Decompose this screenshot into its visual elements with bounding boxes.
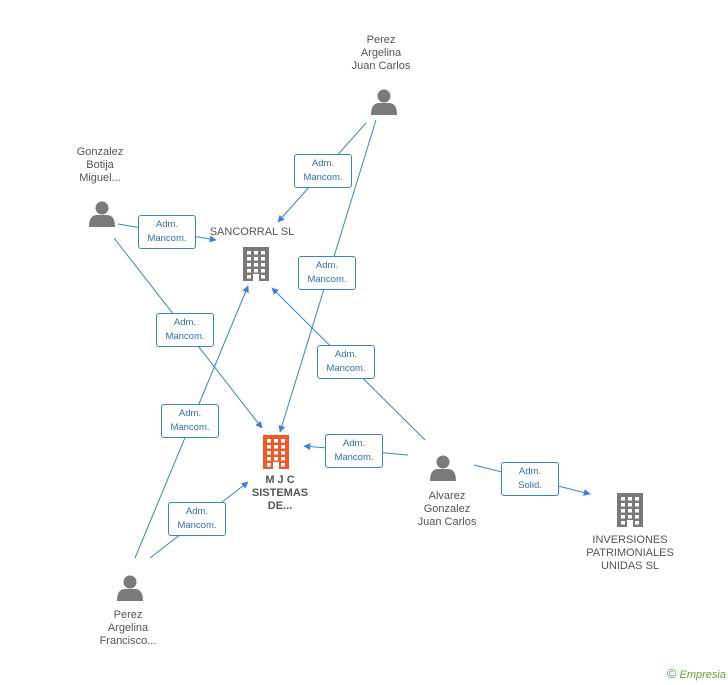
node-label-gonzalez-botija[interactable]: Gonzalez Botija Miguel... <box>76 146 124 184</box>
person-icon-alvarez[interactable] <box>430 455 456 482</box>
role-label: Adm. <box>311 158 335 169</box>
role-type-label: Solid. <box>518 480 542 491</box>
person-icon-gonzalez-botija[interactable] <box>89 201 115 228</box>
edge-label-perez-argelina-francisco-to-mjc[interactable]: Adm. Mancom. <box>168 502 226 536</box>
footer-brand: © Empresia <box>667 666 726 681</box>
node-label-sancorral[interactable]: SANCORRAL SL <box>209 226 295 238</box>
role-label: Adm. <box>178 408 202 419</box>
building-icon-inversiones[interactable] <box>617 493 643 527</box>
role-label: Adm. <box>155 219 179 230</box>
building-icon-sancorral[interactable] <box>243 247 269 281</box>
building-icon-mjc[interactable] <box>263 435 289 469</box>
role-type-label: Mancom. <box>307 274 347 285</box>
edge-label-perez-argelina-juan-to-sancorral[interactable]: Adm. Mancom. <box>294 154 352 188</box>
person-icon-perez-argelina-francisco[interactable] <box>117 575 143 602</box>
role-type-label: Mancom. <box>165 331 205 342</box>
role-type-label: Mancom. <box>326 363 366 374</box>
edge-label-perez-argelina-juan-to-mjc[interactable]: Adm. Mancom. <box>298 256 356 290</box>
role-type-label: Mancom. <box>170 422 210 433</box>
node-label-alvarez[interactable]: Alvarez Gonzalez Juan Carlos <box>417 490 477 528</box>
role-type-label: Mancom. <box>303 172 343 183</box>
brand-logo: Empresia <box>679 669 726 681</box>
role-label: Adm. <box>342 438 366 449</box>
node-label-perez-argelina-francisco[interactable]: Perez Argelina Francisco... <box>99 609 157 647</box>
role-label: Adm. <box>173 317 197 328</box>
node-label-inversiones[interactable]: INVERSIONES PATRIMONIALES UNIDAS SL <box>586 534 674 572</box>
role-label: Adm. <box>334 349 358 360</box>
copyright-icon: © <box>666 666 677 681</box>
role-label: Adm. <box>315 260 339 271</box>
edge-label-gonzalez-botija-to-sancorral[interactable]: Adm. Mancom. <box>138 215 196 249</box>
role-type-label: Mancom. <box>147 233 187 244</box>
edge-label-perez-argelina-francisco-to-sancorral[interactable]: Adm. Mancom. <box>161 404 219 438</box>
role-label: Adm. <box>518 466 542 477</box>
role-label: Adm. <box>185 506 209 517</box>
person-icon-perez-argelina-juan[interactable] <box>371 89 397 116</box>
node-label-perez-argelina-juan[interactable]: Perez Argelina Juan Carlos <box>351 34 411 72</box>
edge-label-gonzalez-botija-to-mjc[interactable]: Adm. Mancom. <box>156 313 214 347</box>
edge-label-alvarez-to-inversiones[interactable]: Adm. Solid. <box>501 462 559 496</box>
node-label-mjc[interactable]: M J C SISTEMAS DE... <box>251 474 309 512</box>
edge-label-alvarez-to-sancorral[interactable]: Adm. Mancom. <box>317 345 375 379</box>
role-type-label: Mancom. <box>177 520 217 531</box>
role-type-label: Mancom. <box>334 452 374 463</box>
edge-label-alvarez-to-mjc[interactable]: Adm. Mancom. <box>325 434 383 468</box>
